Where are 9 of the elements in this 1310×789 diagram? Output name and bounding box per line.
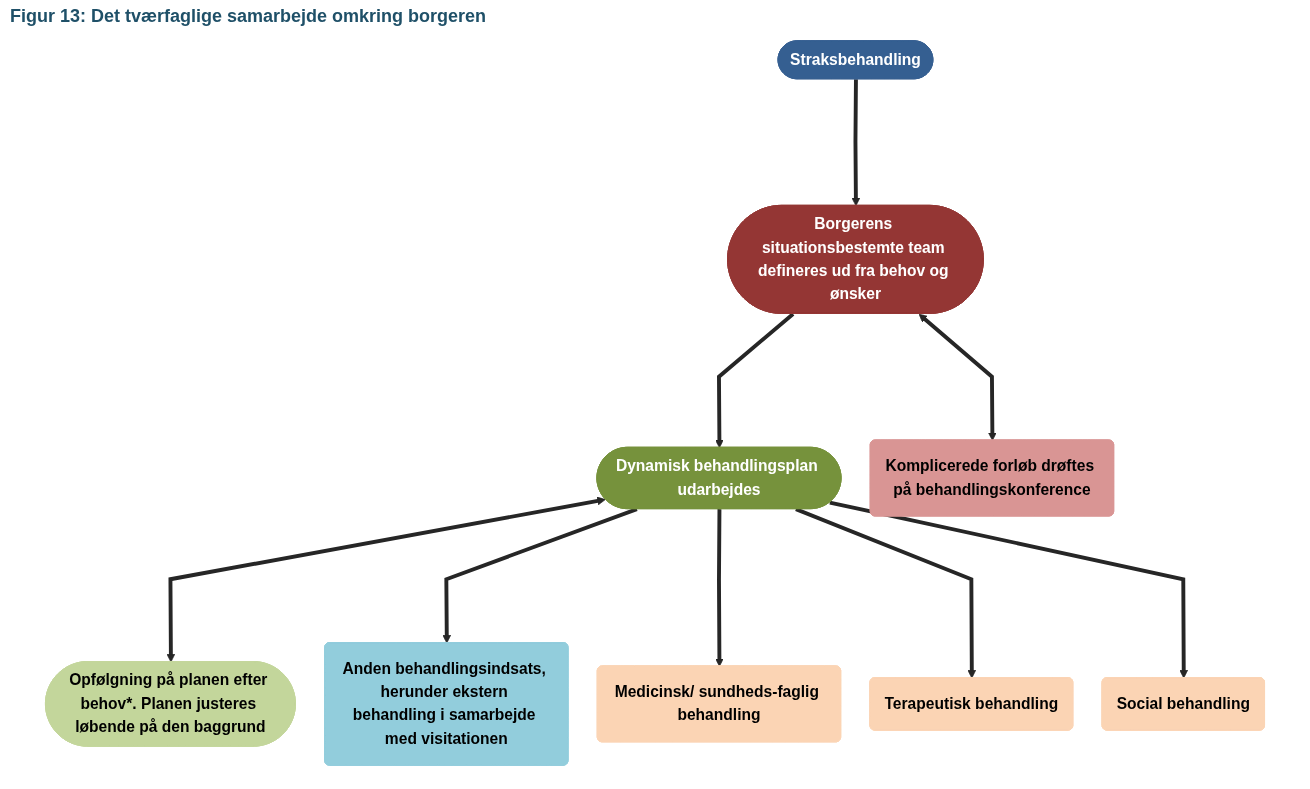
arrow [166, 496, 606, 663]
arrow [715, 312, 795, 449]
arrow [851, 79, 861, 207]
arrow [715, 509, 724, 667]
arrow [918, 313, 997, 441]
figure-title: Figur 13: Det tværfaglige samarbejde omkring borgeren [9, 5, 488, 28]
arrow [829, 500, 1188, 679]
arrow [795, 507, 977, 679]
arrow [442, 507, 638, 644]
